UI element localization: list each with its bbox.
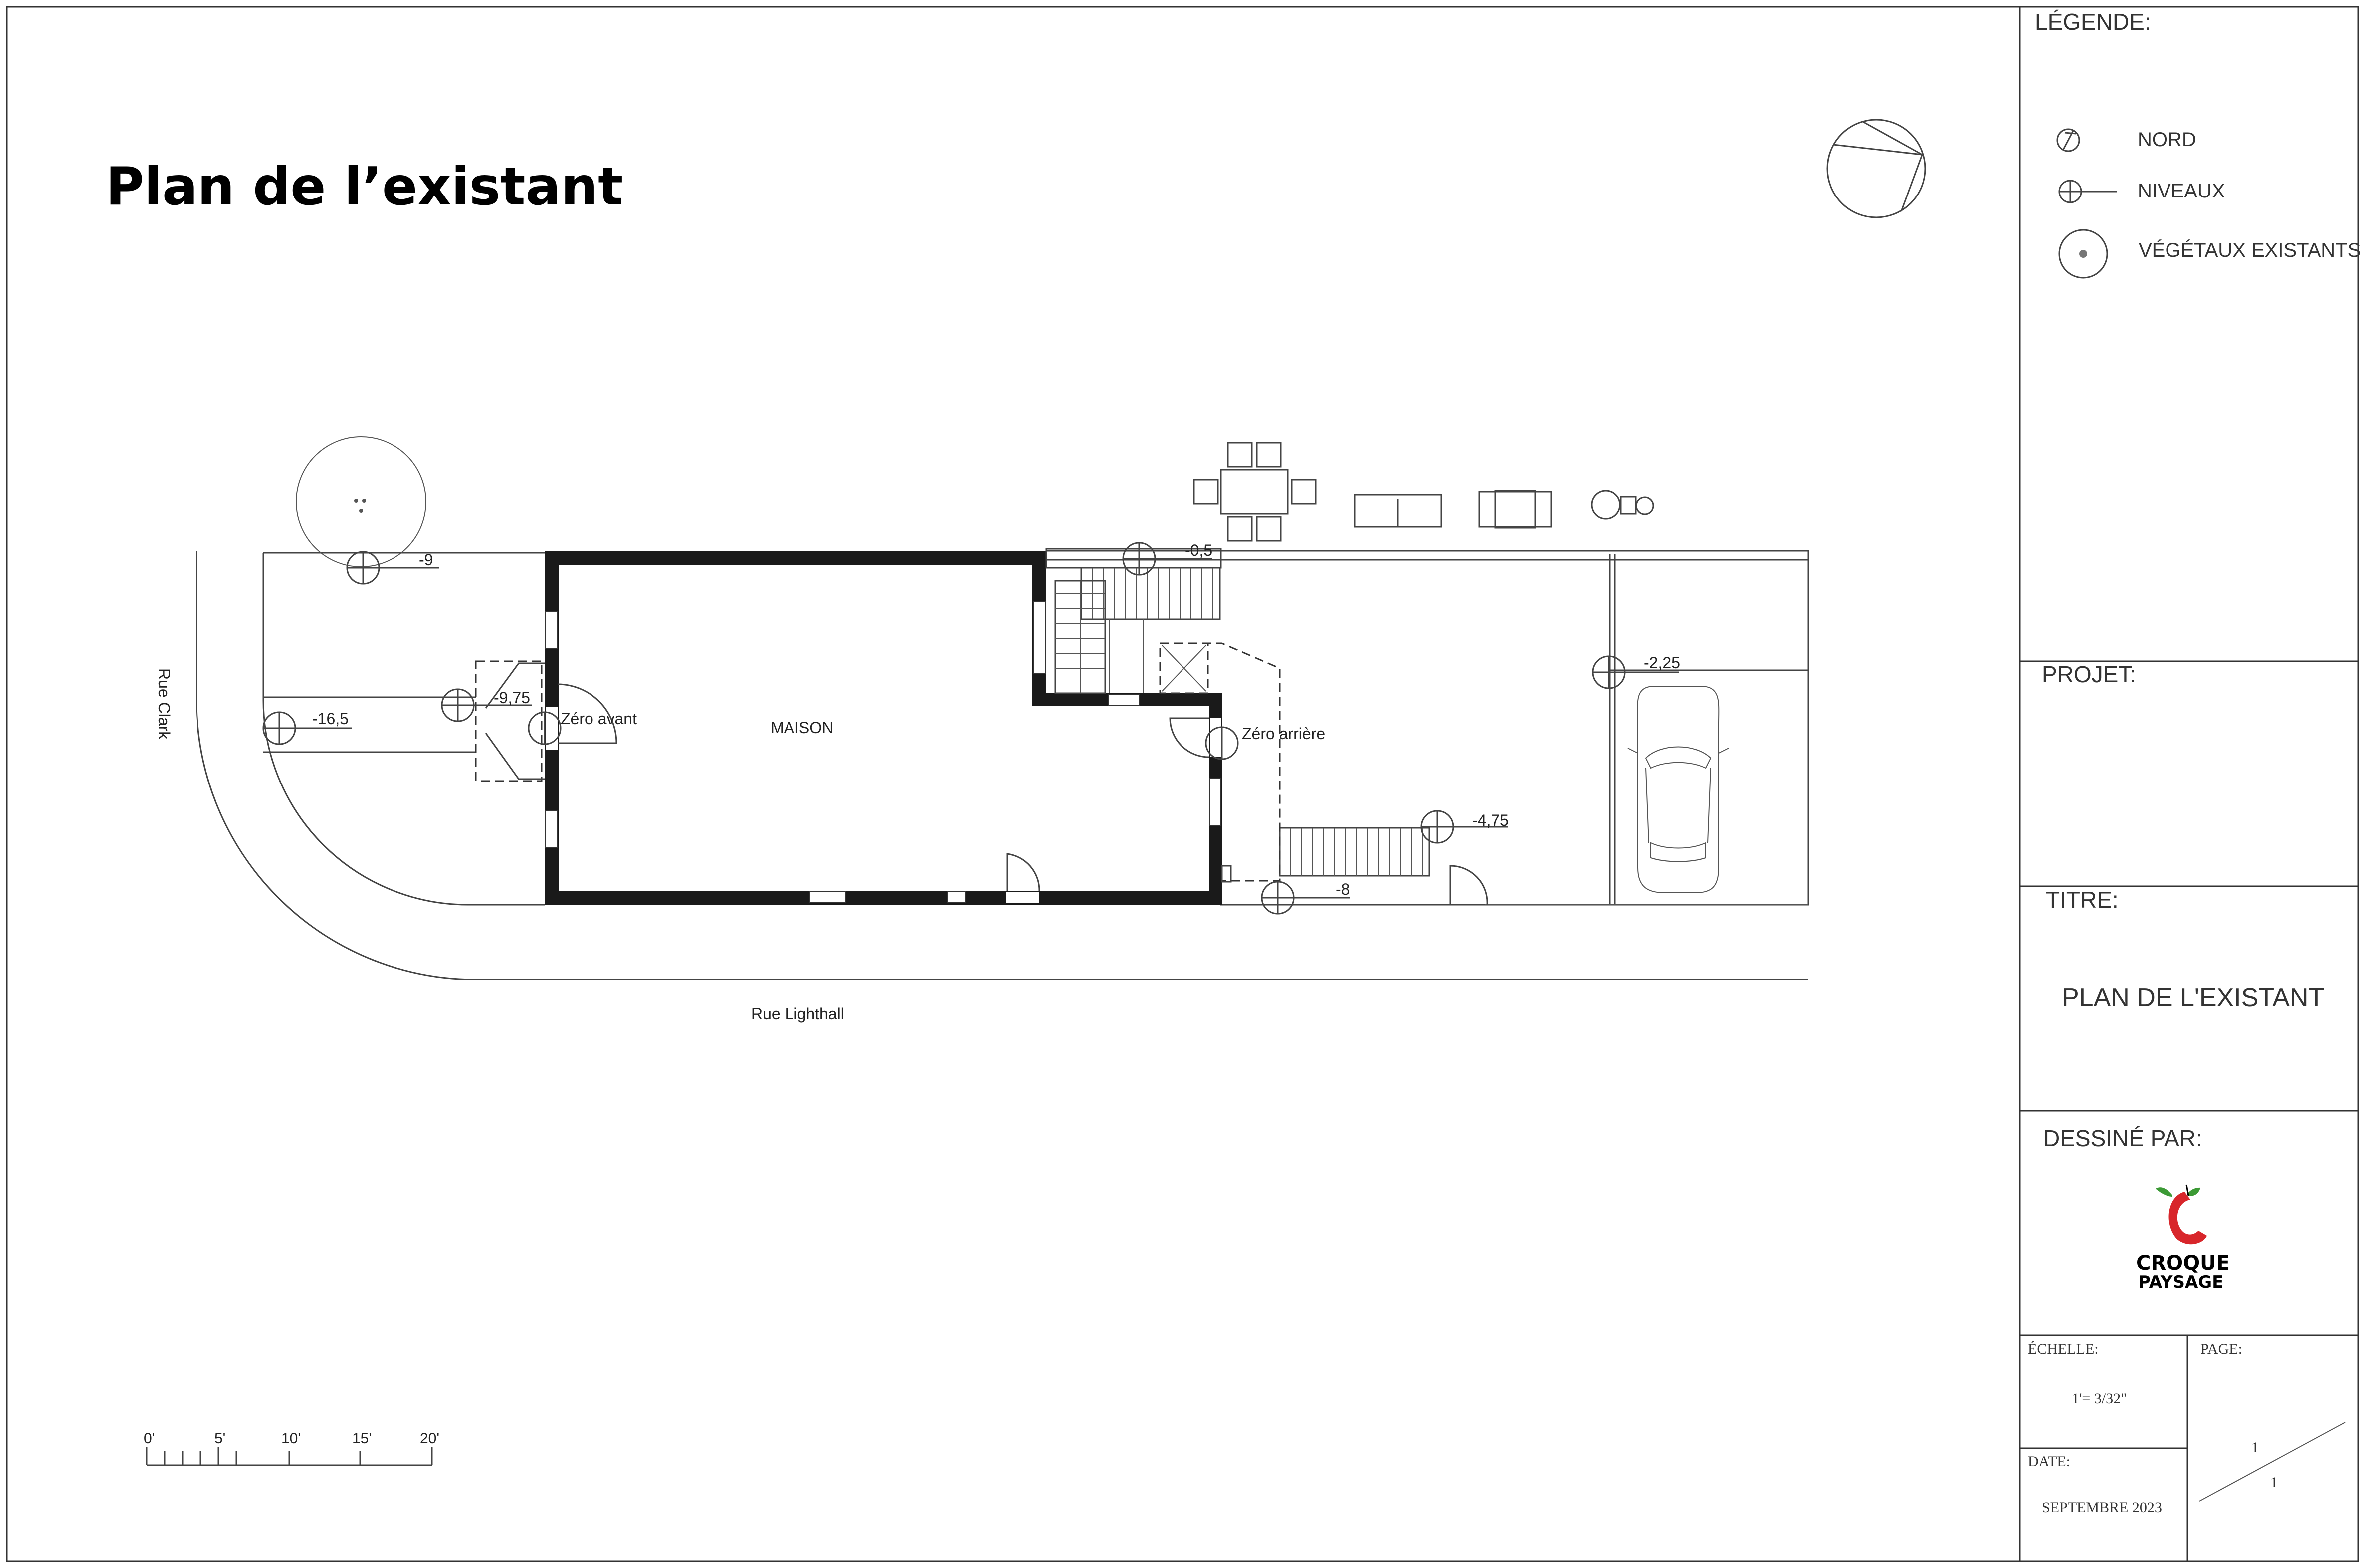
date-value: SEPTEMBRE 2023 (2042, 1499, 2162, 1516)
logo-line2: PAYSAGE (2138, 1272, 2223, 1292)
existing-tree-icon (296, 436, 426, 567)
titre-value: PLAN DE L'EXISTANT (2062, 983, 2324, 1012)
north-arrow-icon (1826, 119, 1926, 218)
scale-bar: 0' 5' 10' 15' 20' (144, 1430, 439, 1466)
scale-tick-15: 15' (352, 1430, 372, 1447)
street-label-clark: Rue Clark (155, 668, 173, 740)
level-label-8: -8 (1336, 880, 1350, 898)
patio-furniture-icons (1193, 442, 1654, 542)
level-label-0-5: -0,5 (1185, 541, 1212, 559)
page-title: Plan de l’existant (106, 156, 623, 217)
car-icon (1627, 686, 1729, 893)
scale-tick-20: 20' (420, 1430, 439, 1447)
level-marker-icons (262, 542, 1679, 915)
legend-label-vegetaux: VÉGÉTAUX EXISTANTS (2139, 239, 2361, 261)
site-plan: MAISON (155, 436, 1809, 1023)
legend-label-niveaux: NIVEAUX (2138, 180, 2225, 202)
date-label: DATE: (2028, 1453, 2070, 1470)
scale-tick-5: 5' (214, 1430, 225, 1447)
level-label-zero-arriere: Zéro arrière (1242, 725, 1325, 743)
projet-label: PROJET: (2042, 661, 2136, 687)
level-label-9: -9 (419, 551, 433, 569)
legend-north-icon (2056, 128, 2080, 152)
page-divider (2199, 1422, 2346, 1502)
page-total: 1 (2270, 1474, 2278, 1491)
logo-line1: CROQUE (2136, 1252, 2230, 1275)
echelle-value: 1'= 3/32" (2072, 1390, 2127, 1407)
legend-heading: LÉGENDE: (2035, 9, 2151, 35)
sheet-border (6, 6, 2359, 1562)
level-label-16-5: -16,5 (312, 710, 349, 728)
titre-label: TITRE: (2046, 887, 2119, 913)
scale-tick-10: 10' (281, 1430, 301, 1447)
level-label-9-75: -9,75 (494, 689, 530, 707)
back-stairs (1045, 548, 1488, 905)
legend-level-marker-icon (2058, 180, 2117, 203)
level-label-4-75: -4,75 (1472, 811, 1509, 829)
croque-paysage-logo: CROQUE PAYSAGE (2136, 1184, 2230, 1292)
page-number: 1 (2251, 1439, 2259, 1456)
street-label-lighthall: Rue Lighthall (751, 1005, 844, 1023)
page-label: PAGE: (2200, 1341, 2242, 1357)
level-label-2-25: -2,25 (1644, 654, 1680, 672)
scale-tick-0: 0' (144, 1430, 155, 1447)
dessine-par-label: DESSINÉ PAR: (2043, 1125, 2202, 1151)
legend-existing-plant-icon (2058, 229, 2108, 279)
echelle-label: ÉCHELLE: (2028, 1341, 2099, 1357)
level-label-zero-avant: Zéro avant (561, 710, 637, 728)
title-block (2019, 7, 2358, 1561)
house-label: MAISON (771, 719, 833, 737)
legend-label-nord: NORD (2138, 129, 2196, 151)
house-walls (545, 551, 1222, 905)
street-curb (196, 551, 1808, 980)
